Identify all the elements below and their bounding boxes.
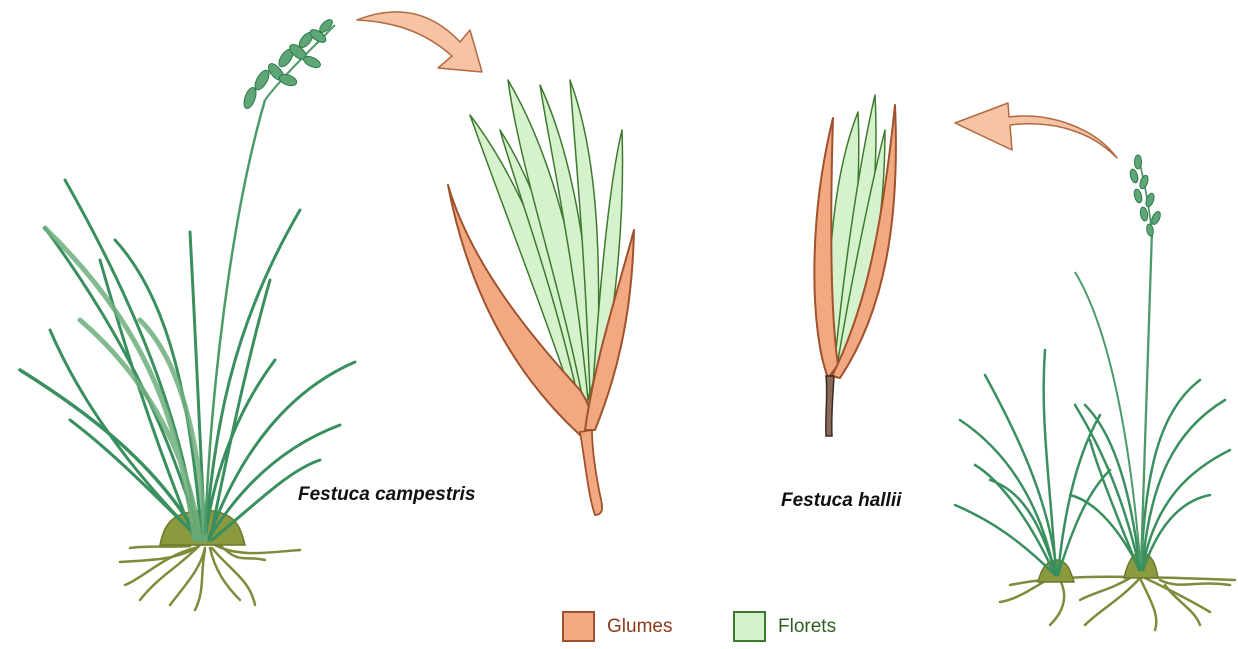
legend-item-glumes: Glumes bbox=[562, 611, 672, 642]
campestris-roots bbox=[120, 545, 300, 610]
legend-swatch-florets bbox=[733, 611, 766, 642]
hallii-panicle bbox=[1129, 155, 1162, 236]
campestris-spikelet-stalk bbox=[580, 430, 602, 515]
species-label-hallii: Festuca hallii bbox=[781, 490, 901, 512]
festuca-campestris-plant bbox=[20, 18, 355, 610]
legend-item-florets: Florets bbox=[733, 611, 836, 642]
hallii-leaf-blades-right bbox=[1070, 380, 1230, 570]
hallii-culm-secondary bbox=[1075, 272, 1140, 560]
hallii-spikelet-stalk bbox=[826, 376, 834, 436]
legend-swatch-glumes bbox=[562, 611, 595, 642]
arrow-to-hallii-spikelet bbox=[955, 103, 1117, 158]
species-label-campestris: Festuca campestris bbox=[298, 484, 475, 506]
hallii-leaf-blades-left bbox=[955, 350, 1110, 575]
hallii-roots bbox=[1000, 577, 1235, 630]
campestris-spikelet bbox=[448, 80, 634, 515]
legend-label-glumes: Glumes bbox=[607, 616, 672, 638]
hallii-spikelet bbox=[814, 95, 896, 436]
legend-label-florets: Florets bbox=[778, 616, 836, 638]
campestris-panicle bbox=[242, 18, 335, 111]
arrow-to-campestris-spikelet bbox=[357, 12, 482, 72]
festuca-hallii-plant bbox=[955, 155, 1235, 630]
